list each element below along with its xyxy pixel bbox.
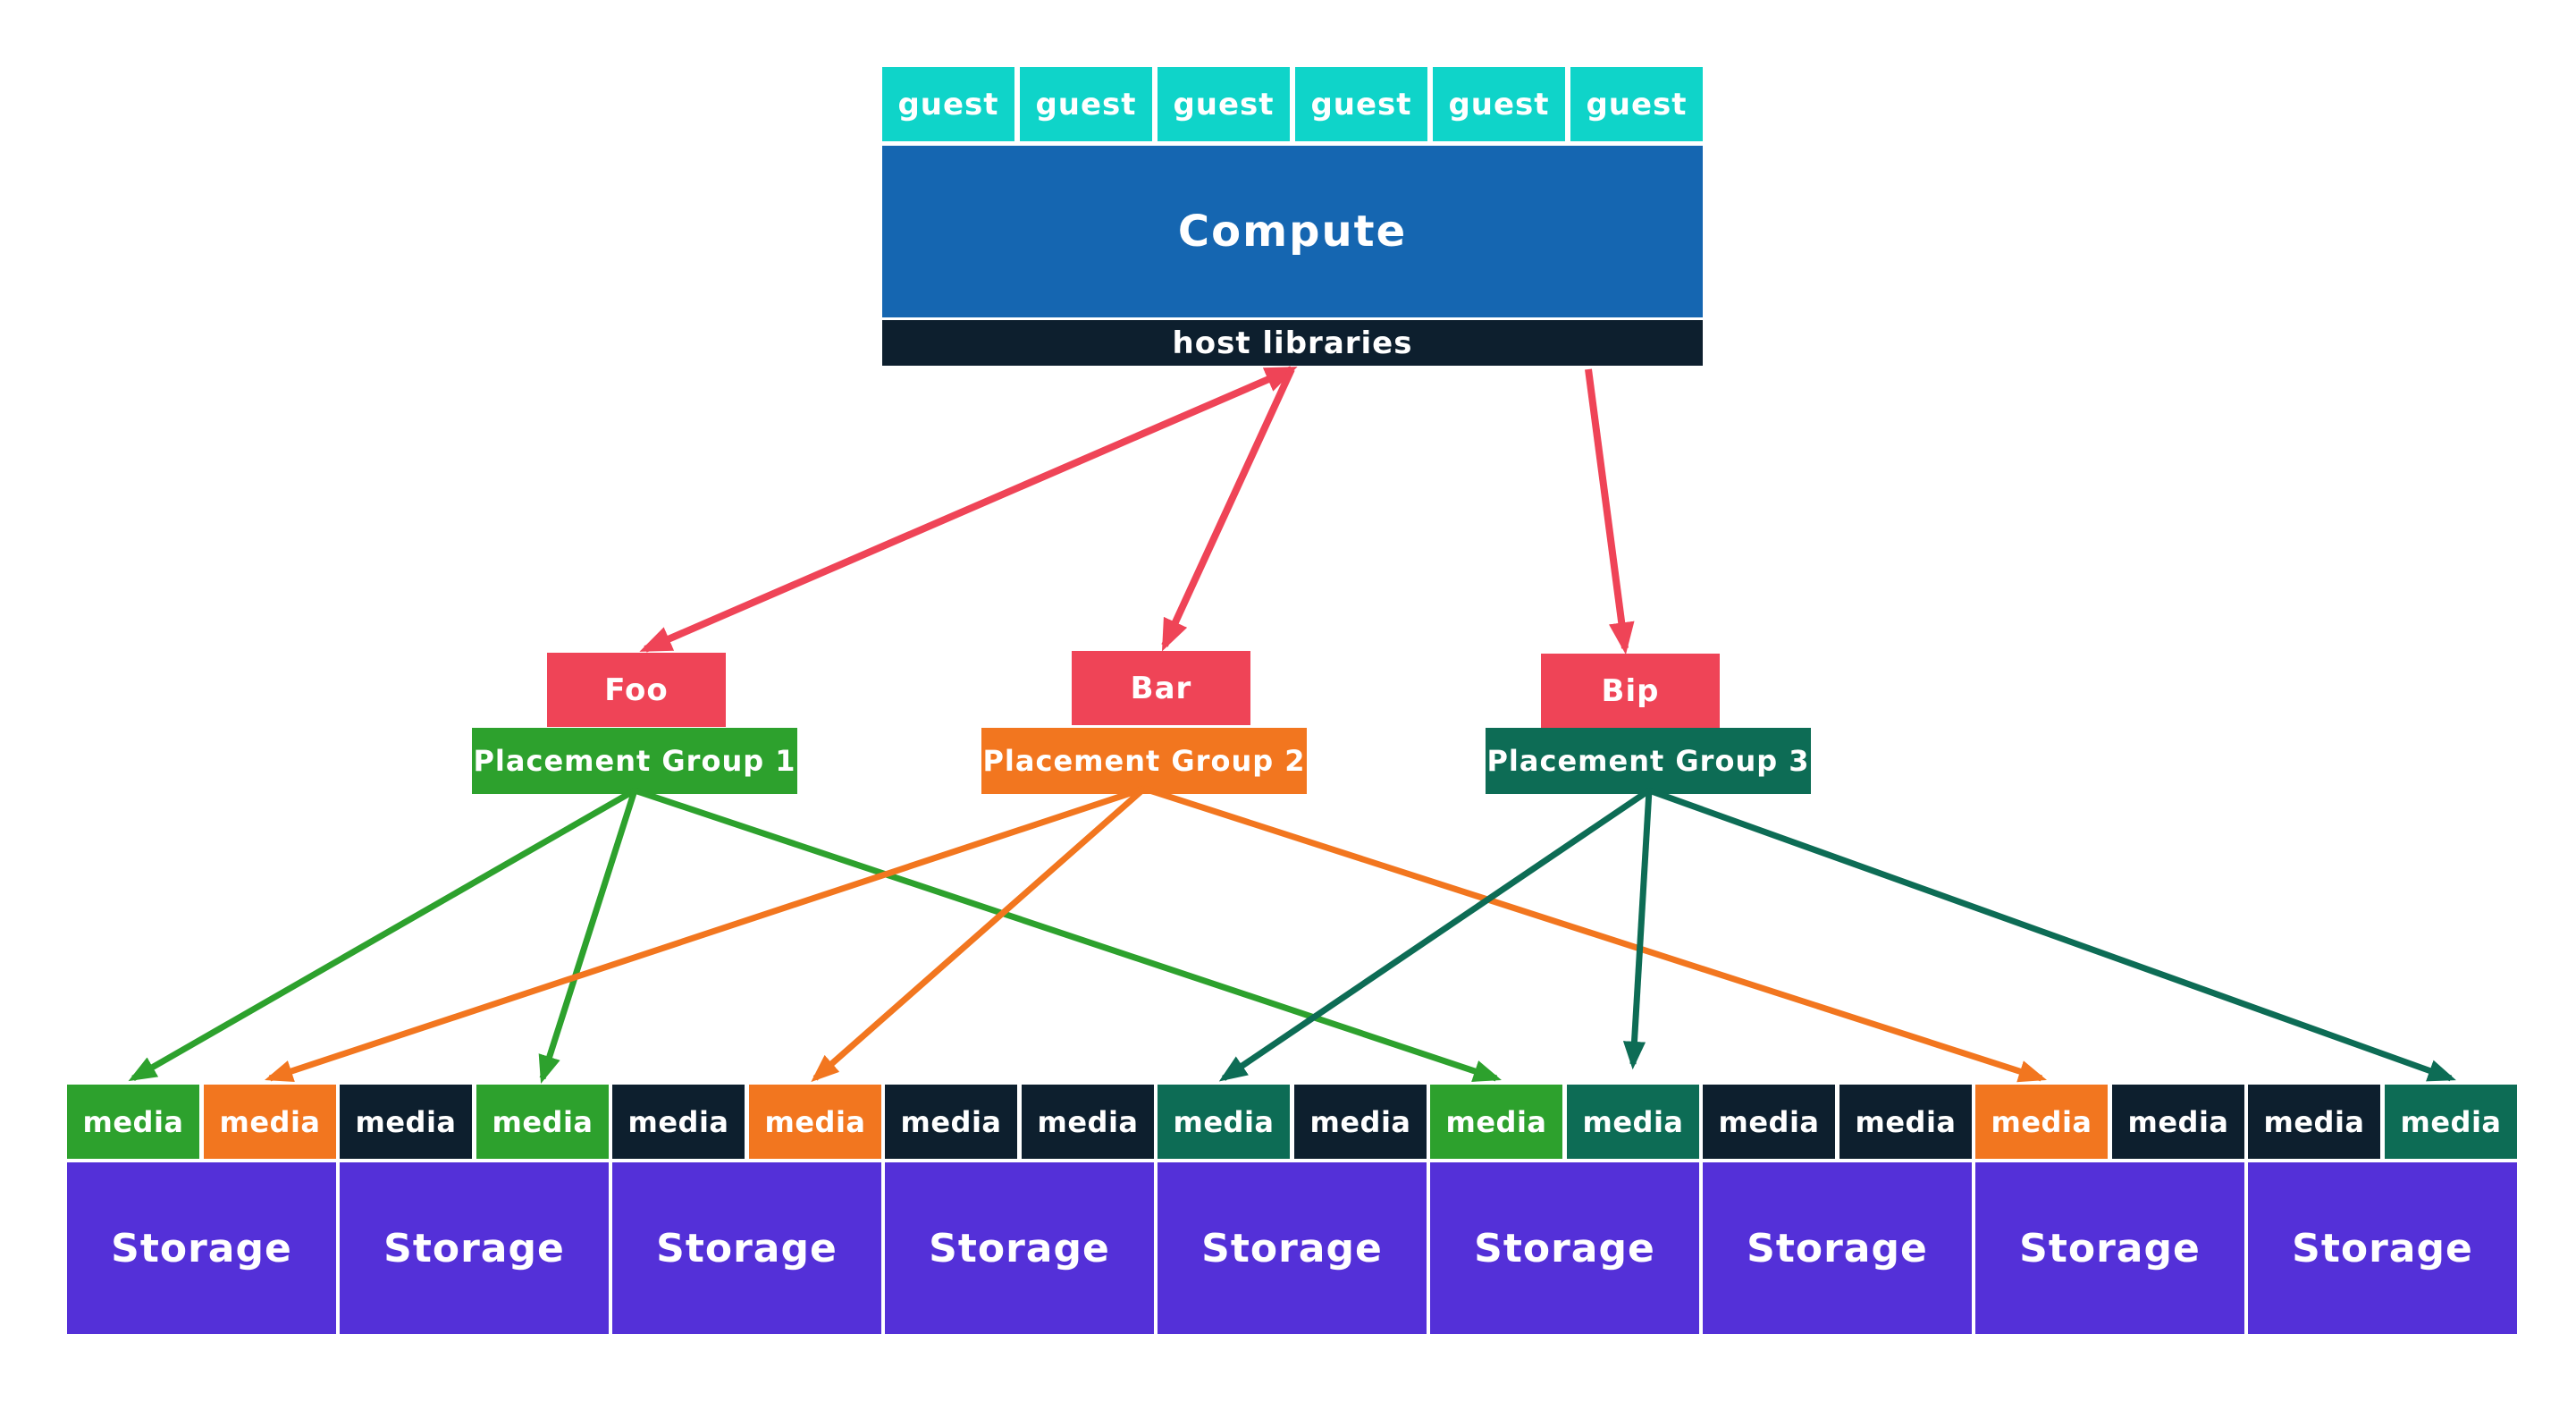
edge-arrow-red (1585, 368, 1635, 655)
media-box: media (612, 1085, 745, 1159)
edge-arrow-red (1161, 367, 1295, 652)
guest-box: guest (1433, 67, 1565, 141)
placement-group-bar-pg2: Placement Group 2 (981, 728, 1307, 794)
media-box: media (1703, 1085, 1835, 1159)
guest-box: guest (1295, 67, 1427, 141)
media-box: media (67, 1085, 199, 1159)
media-box: media (1158, 1085, 1290, 1159)
placement-group-bar-pg1: Placement Group 1 (472, 728, 797, 794)
edge-arrow-green (538, 789, 638, 1085)
edge-arrow-green (128, 787, 636, 1082)
media-box: media (204, 1085, 336, 1159)
media-box: media (1430, 1085, 1562, 1159)
guest-box: guest (882, 67, 1014, 141)
service-box-bar: Bar (1072, 651, 1250, 725)
guest-box: guest (1020, 67, 1152, 141)
media-box: media (1567, 1085, 1699, 1159)
storage-box: Storage (1703, 1162, 1972, 1334)
storage-box: Storage (67, 1162, 336, 1334)
storage-box: Storage (612, 1162, 881, 1334)
placement-group-bar-pg3: Placement Group 3 (1486, 728, 1811, 794)
storage-box: Storage (2248, 1162, 2517, 1334)
edge-arrow-teal (1647, 787, 2456, 1082)
host-libraries-bar: host libraries (882, 320, 1703, 366)
guest-box: guest (1158, 67, 1290, 141)
edge-arrow-green (633, 787, 1502, 1082)
storage-box: Storage (1975, 1162, 2244, 1334)
edge-arrow-teal (1218, 788, 1651, 1082)
media-box: media (1022, 1085, 1154, 1159)
edge-arrow-red (639, 366, 1298, 653)
media-box: media (885, 1085, 1017, 1159)
media-box: media (1975, 1085, 2108, 1159)
compute-box: Compute (882, 146, 1703, 317)
media-box: media (1294, 1085, 1427, 1159)
storage-box: Storage (885, 1162, 1154, 1334)
media-box: media (340, 1085, 472, 1159)
edge-arrow-orange (265, 785, 1146, 1083)
media-box: media (2385, 1085, 2517, 1159)
edge-arrow-orange (1142, 785, 2047, 1083)
edge-arrow-orange (811, 786, 1147, 1083)
edge-arrow-teal (1622, 790, 1653, 1070)
media-box: media (2112, 1085, 2244, 1159)
media-box: media (2248, 1085, 2380, 1159)
media-box: media (749, 1085, 881, 1159)
storage-box: Storage (340, 1162, 609, 1334)
service-box-foo: Foo (547, 653, 726, 727)
service-box-bip: Bip (1541, 654, 1720, 728)
media-box: media (476, 1085, 609, 1159)
storage-box: Storage (1430, 1162, 1699, 1334)
guest-box: guest (1570, 67, 1703, 141)
media-box: media (1839, 1085, 1972, 1159)
storage-box: Storage (1158, 1162, 1427, 1334)
